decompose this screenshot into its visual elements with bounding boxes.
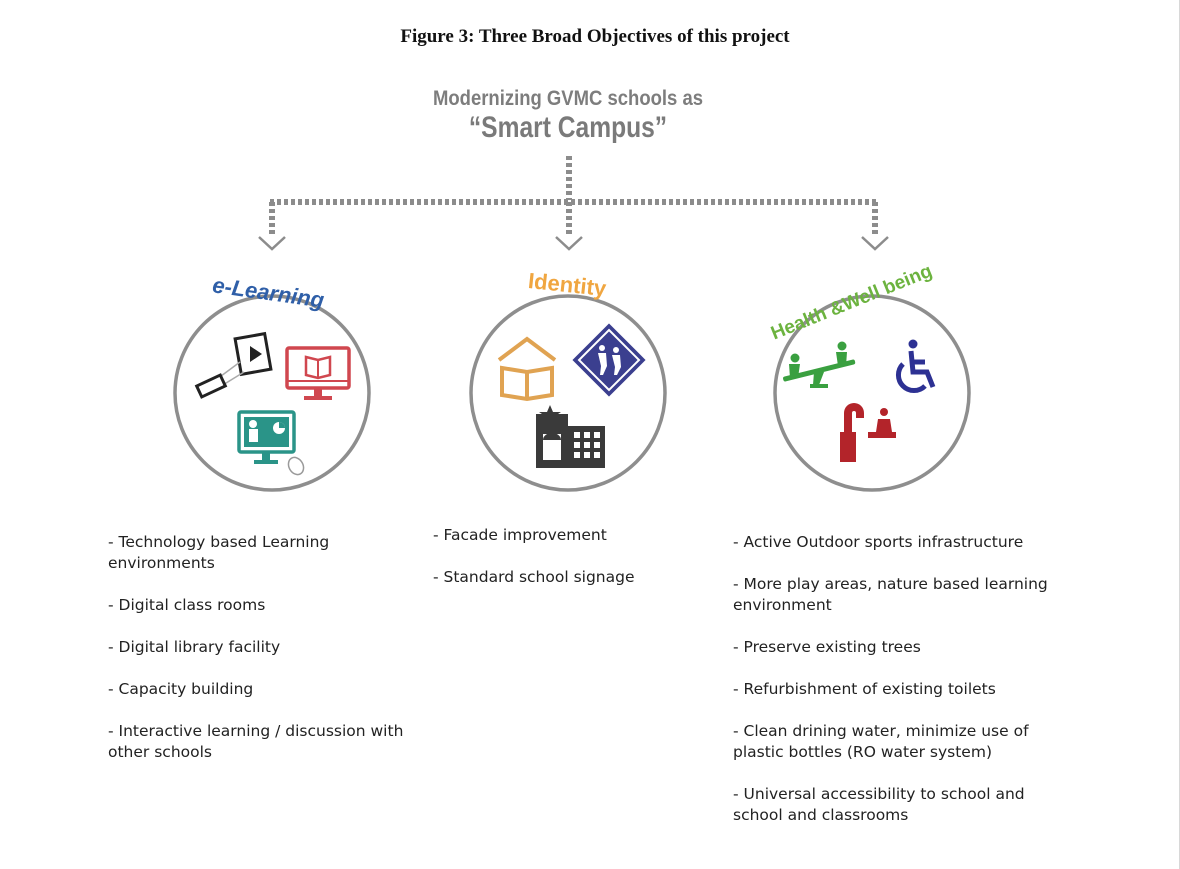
main-objective-line2: “Smart Campus” [468, 111, 668, 144]
list-item: - Interactive learning / discussion with… [108, 722, 404, 761]
list-item: - Digital library facility [108, 638, 281, 656]
identity-list: - Facade improvement - Standard school s… [433, 525, 693, 609]
arrow-down-icon [555, 236, 583, 251]
list-item: - Refurbishment of existing toilets [733, 680, 996, 698]
e-learning-list: - Technology based Learning environments… [108, 532, 418, 784]
arrow-down-icon [861, 236, 889, 251]
projector-icon [194, 331, 273, 399]
school-crossing-sign-icon [569, 320, 649, 400]
list-item: - Preserve existing trees [733, 638, 921, 656]
list-item: - Universal accessibility to school and … [733, 785, 1025, 824]
list-item: - Standard school signage [433, 568, 635, 586]
computer-book-icon [285, 346, 351, 400]
connector-lines [269, 156, 878, 235]
seesaw-icon [783, 341, 856, 388]
school-building-icon [536, 405, 605, 468]
list-item: - More play areas, nature based learning… [733, 575, 1048, 614]
main-objective-line1: Modernizing GVMC schools as [432, 87, 704, 110]
list-item: - Capacity building [108, 680, 254, 698]
teacher-screen-icon [237, 410, 305, 476]
book-roof-icon [497, 336, 557, 402]
health-list: - Active Outdoor sports infrastructure -… [733, 532, 1053, 847]
wheelchair-icon [895, 339, 936, 394]
list-item: - Active Outdoor sports infrastructure [733, 533, 1024, 551]
figure-title: Figure 3: Three Broad Objectives of this… [400, 26, 790, 47]
health-circle [773, 294, 971, 492]
list-item: - Clean drining water, minimize use of p… [733, 722, 1029, 761]
list-item: - Facade improvement [433, 526, 607, 544]
drinking-fountain-icon [840, 403, 896, 462]
e-learning-circle [173, 294, 371, 492]
list-item: - Digital class rooms [108, 596, 266, 614]
list-item: - Technology based Learning environments [108, 533, 330, 572]
arrow-down-icon [258, 236, 286, 251]
